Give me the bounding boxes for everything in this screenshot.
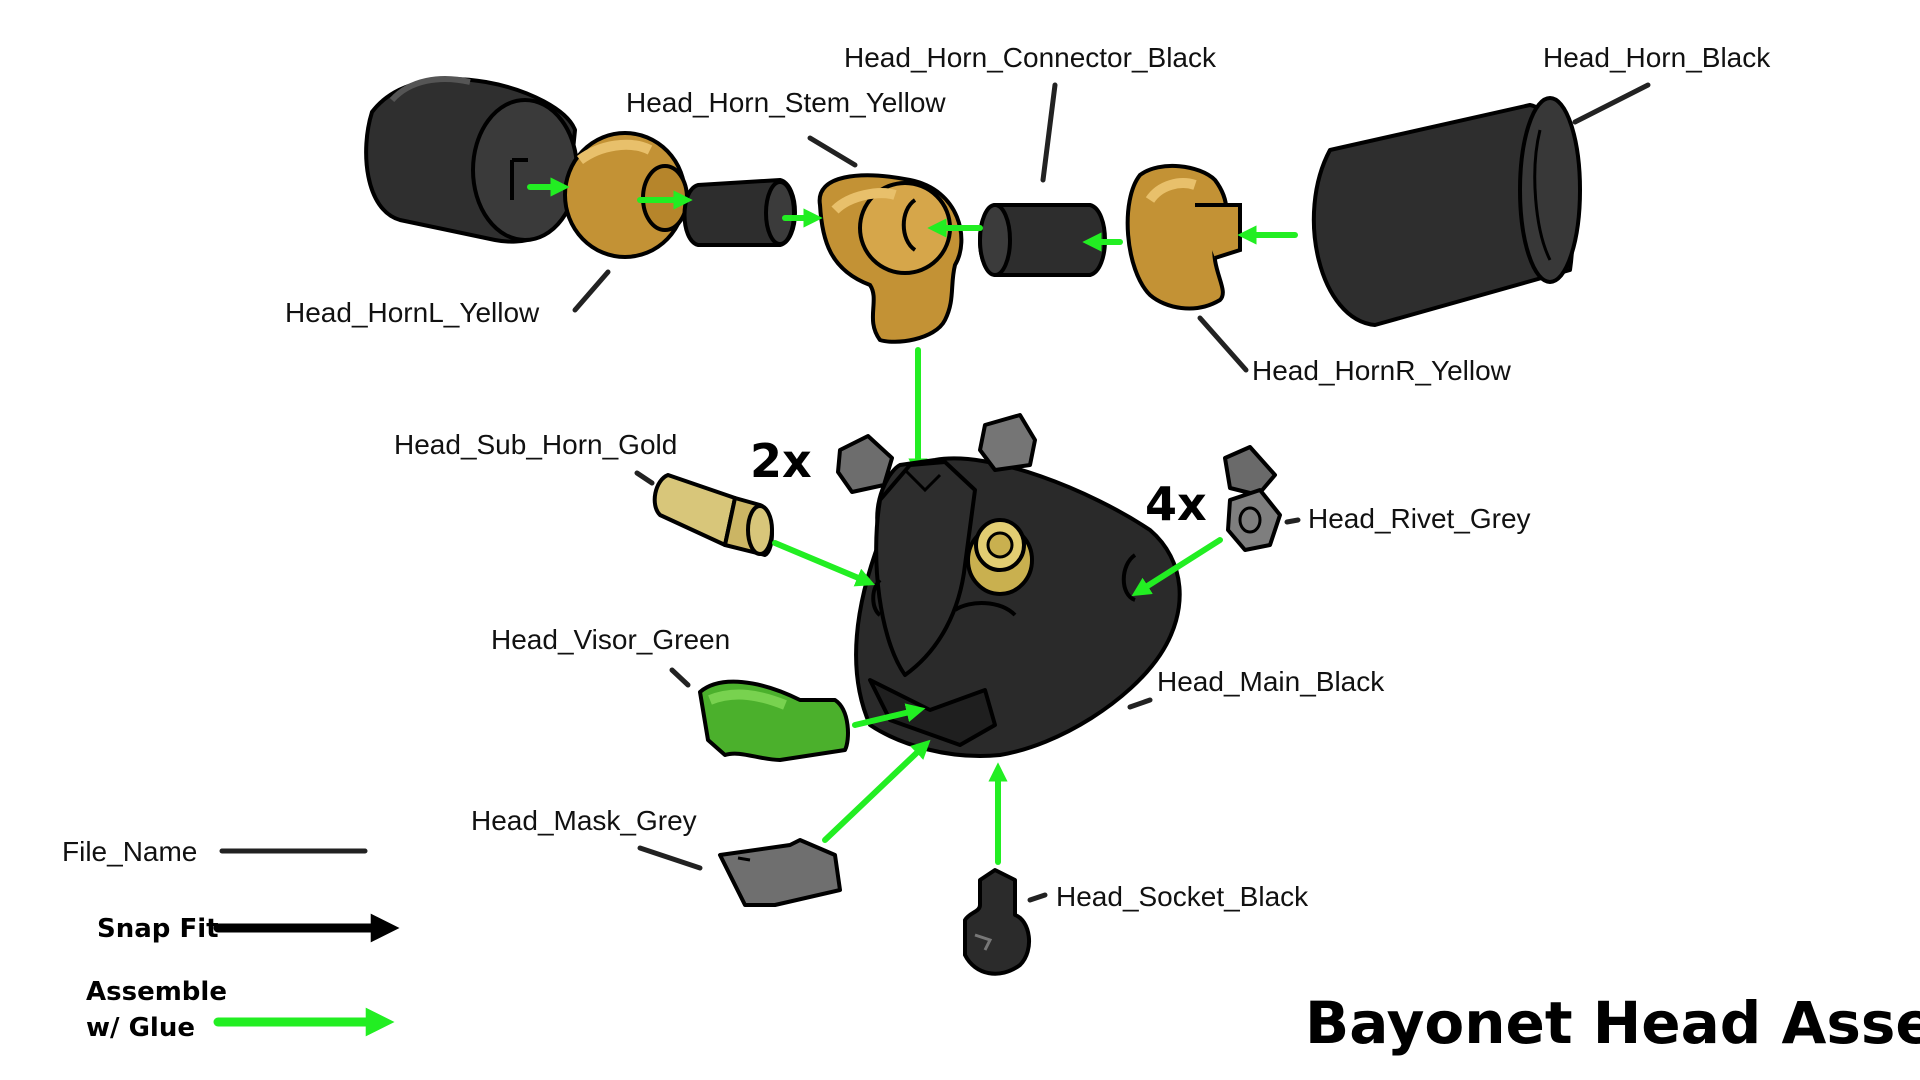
part-sub-horn-gold (652, 473, 774, 557)
part-socket-black (963, 868, 1032, 976)
label-rivet-grey: Head_Rivet_Grey (1308, 503, 1531, 534)
legend: File_Name Snap Fit Assemble w/ Glue (62, 836, 400, 1043)
legend-file-name-label: File_Name (62, 836, 197, 867)
leader-lines (572, 82, 1651, 903)
label-horn-stem-yellow: Head_Horn_Stem_Yellow (626, 87, 946, 118)
part-horn-l-yellow (563, 131, 689, 259)
part-horn-l-black-cylinder (364, 76, 579, 244)
label-main-black: Head_Main_Black (1157, 666, 1385, 697)
count-rivet: 4x (1145, 477, 1207, 531)
part-horn-connector-left (682, 178, 797, 247)
count-sub-horn: 2x (750, 434, 812, 488)
diagram-title: Bayonet Head Assembly (1305, 989, 1920, 1057)
part-mask-grey (718, 838, 842, 907)
part-head-main-black (854, 456, 1182, 758)
part-labels: Head_HornL_Yellow Head_Horn_Stem_Yellow … (285, 42, 1771, 912)
label-socket-black: Head_Socket_Black (1056, 881, 1309, 912)
part-horn-stem-yellow (817, 173, 964, 344)
part-visor-green (698, 679, 850, 762)
label-horn-black: Head_Horn_Black (1543, 42, 1771, 73)
label-sub-horn-gold: Head_Sub_Horn_Gold (394, 429, 677, 460)
label-horn-l-yellow: Head_HornL_Yellow (285, 297, 540, 328)
legend-snap-fit-label: Snap Fit (97, 914, 219, 944)
part-rivet-grey-loose (836, 413, 1282, 552)
part-sub-horn-gold-mounted (966, 518, 1034, 596)
label-mask-grey: Head_Mask_Grey (471, 805, 697, 836)
label-visor-green: Head_Visor_Green (491, 624, 730, 655)
glue-arrows-body (772, 537, 1223, 865)
part-horn-connector-black (978, 203, 1107, 277)
glue-arrows-top (527, 177, 1298, 478)
legend-glue-label-line1: Assemble (86, 977, 227, 1007)
part-horn-r-yellow (1125, 163, 1242, 311)
label-horn-connector-black: Head_Horn_Connector_Black (844, 42, 1217, 73)
legend-glue-label-line2: w/ Glue (86, 1013, 195, 1043)
label-horn-r-yellow: Head_HornR_Yellow (1252, 355, 1512, 386)
part-horn-black (1311, 96, 1582, 327)
